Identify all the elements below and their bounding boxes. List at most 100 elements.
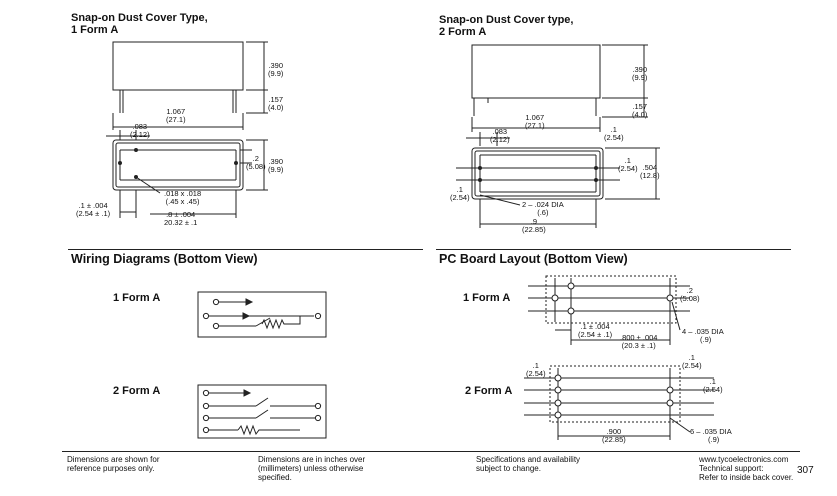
- dim-value: .157: [268, 95, 284, 104]
- dim-mm: (2.54): [703, 385, 723, 394]
- left-relay-bottom-view: [106, 130, 268, 218]
- dim-value: 4 – .035 DIA: [682, 327, 724, 336]
- dim-mm: (2.54 ± .1): [76, 209, 111, 218]
- dim-mm: (5.08): [246, 162, 266, 171]
- dim-value: .2: [686, 286, 693, 295]
- dim-value: .083: [132, 122, 148, 131]
- dim-value: .2: [252, 154, 259, 163]
- pcb1-dim-800: .800 ± .004(20.3 ± .1): [620, 334, 657, 350]
- dim-offset-083: .083(2.12): [130, 123, 150, 139]
- dim-mm: (9.9): [268, 69, 284, 78]
- dim-value: .900: [606, 427, 622, 436]
- section-rule-right: [436, 249, 791, 250]
- dim-value: 6 – .035 DIA: [690, 427, 732, 436]
- footer-col-2: Dimensions are in inches over (millimete…: [258, 455, 366, 482]
- dim-width-1067-2: 1.067(27.1): [525, 114, 545, 130]
- dim-mm: (9.9): [268, 165, 284, 174]
- dim-mm: (27.1): [166, 115, 186, 124]
- dim-mm: (2.54): [604, 133, 624, 142]
- dim-pin-157: .157(4.0): [268, 96, 283, 112]
- dim-width-9: .9(22.85): [522, 218, 546, 234]
- dim-offset-083-2: .083(2.12): [490, 128, 510, 144]
- dim-height-390-2: .390(9.9): [632, 66, 647, 82]
- dim-value: 2 – .024 DIA: [522, 200, 564, 209]
- dim-l1: .1(2.54): [450, 186, 470, 202]
- pcb2-dim-900: .900(22.85): [602, 428, 626, 444]
- pcb1-dim-1: .1 ± .004(2.54 ± .1): [578, 323, 612, 339]
- dim-mm: (9.9): [632, 73, 648, 82]
- dim-value: 1.067: [166, 107, 186, 116]
- dim-pitch-2: .2(5.08): [246, 155, 266, 171]
- dim-mm: (4.0): [632, 110, 648, 119]
- footer-rule: [62, 451, 800, 452]
- section-rule-left: [68, 249, 423, 250]
- dim-mm: (22.85): [522, 225, 546, 234]
- dim-value: .1: [688, 353, 695, 362]
- dim-pin-size: .018 x .018(.45 x .45): [164, 190, 201, 206]
- dim-value: .157: [632, 102, 648, 111]
- dim-value: .8 ± .004: [166, 210, 196, 219]
- pcb2-dim-r1: .1(2.54): [703, 378, 723, 394]
- footer-col-4: www.tycoelectronics.com Technical suppor…: [699, 455, 794, 482]
- dim-value: .083: [492, 127, 508, 136]
- wiring-label-2forma: 2 Form A: [113, 385, 161, 397]
- footer-col-3: Specifications and availability subject …: [476, 455, 581, 473]
- dim-depth-390: .390(9.9): [268, 158, 283, 174]
- right-relay-bottom-view: [456, 132, 660, 228]
- right-title-line1: Snap-on Dust Cover type,: [439, 14, 574, 26]
- dim-mm: (20.3 ± .1): [621, 341, 656, 350]
- pcb-1forma-layout: [528, 275, 690, 345]
- dim-mm: (2.54): [682, 361, 702, 370]
- dim-value: .1: [610, 125, 617, 134]
- page-number: 307: [797, 465, 814, 476]
- pcb2-dim-l1: .1(2.54): [526, 362, 546, 378]
- dim-value: .390: [268, 61, 284, 70]
- dim-depth-504: .504(12.8): [640, 164, 660, 180]
- pcb1-dim-dia: 4 – .035 DIA(.9): [682, 328, 724, 344]
- pcb-label-1forma: 1 Form A: [463, 292, 511, 304]
- dim-mm: (4.0): [268, 103, 284, 112]
- dim-value: .504: [642, 163, 658, 172]
- pcb1-dim-2: .2(5.08): [680, 287, 700, 303]
- dim-value: .800 ± .004: [620, 333, 658, 342]
- dim-value: .390: [268, 157, 284, 166]
- dim-mm: (.6): [537, 208, 549, 217]
- right-relay-side-view: [471, 44, 648, 132]
- dim-value: .1 ± .004: [78, 201, 108, 210]
- dim-value: .1: [532, 361, 539, 370]
- dim-value: .390: [632, 65, 648, 74]
- dim-mm: (2.12): [490, 135, 510, 144]
- dim-mm: (2.54): [526, 369, 546, 378]
- dim-value: .1: [624, 156, 631, 165]
- dim-mm: (12.8): [640, 171, 660, 180]
- dim-value: .1: [456, 185, 463, 194]
- left-title-line1: Snap-on Dust Cover Type,: [71, 12, 208, 24]
- wiring-2forma-symbol: [197, 384, 327, 439]
- wiring-1forma-symbol: [197, 291, 327, 338]
- wiring-heading: Wiring Diagrams (Bottom View): [71, 252, 258, 266]
- dim-mm: (22.85): [602, 435, 626, 444]
- footer-col-1: Dimensions are shown for reference purpo…: [67, 455, 160, 473]
- dim-mm: (2.12): [130, 130, 150, 139]
- dim-value: .9: [530, 217, 538, 226]
- dim-mm: (.45 x .45): [165, 197, 200, 206]
- pcb-2forma-layout: [524, 365, 714, 440]
- dim-value: .1 ± .004: [580, 322, 610, 331]
- dim-mm: (2.54): [618, 164, 638, 173]
- dim-value: .018 x .018: [164, 189, 202, 198]
- dim-r1-side: .1(2.54): [618, 157, 638, 173]
- dim-hole-dia: 2 – .024 DIA(.6): [522, 201, 564, 217]
- dim-mm: (2.54 ± .1): [578, 330, 613, 339]
- dim-mm: (27.1): [525, 121, 545, 130]
- dim-value: 1.067: [525, 113, 545, 122]
- dim-mm: (5.08): [680, 294, 700, 303]
- pcb2-dim-t1: .1(2.54): [682, 354, 702, 370]
- wiring-label-1forma: 1 Form A: [113, 292, 161, 304]
- dim-mm: (.9): [708, 435, 720, 444]
- right-title-line2: 2 Form A: [439, 26, 487, 38]
- left-title-line2: 1 Form A: [71, 24, 119, 36]
- dim-mm: (.9): [700, 335, 712, 344]
- dim-r1-top: .1(2.54): [604, 126, 624, 142]
